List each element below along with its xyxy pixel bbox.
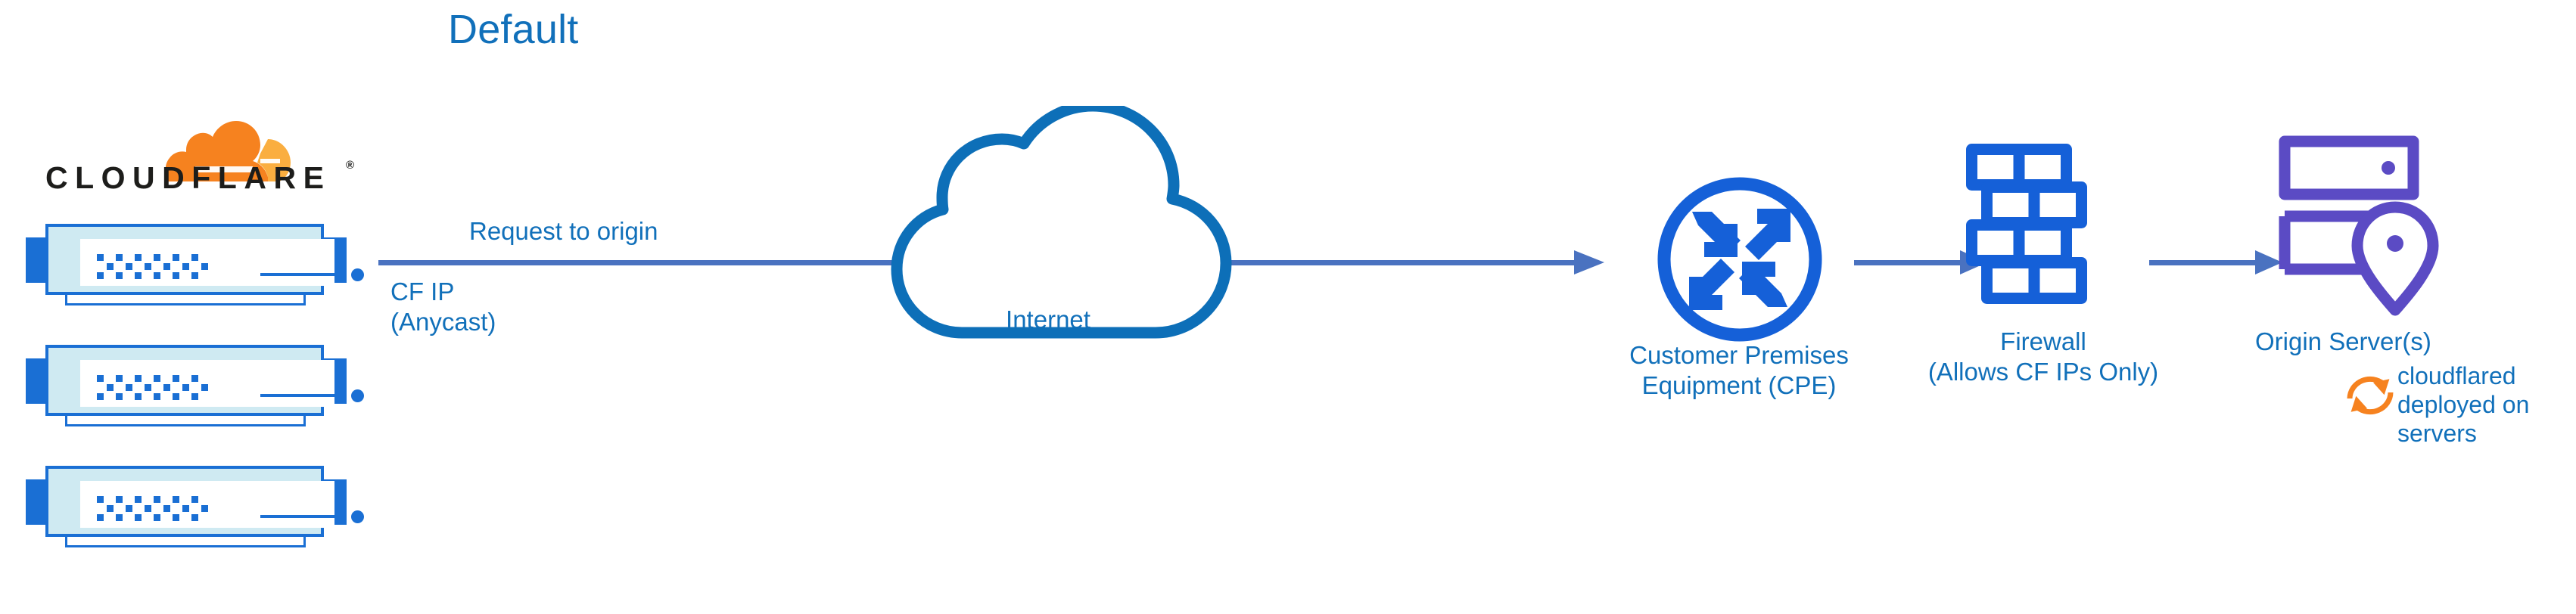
rack-body bbox=[45, 224, 364, 295]
registered-trademark-icon: ® bbox=[346, 159, 355, 172]
router-icon bbox=[1653, 172, 1827, 346]
rack-indicator-line bbox=[260, 273, 342, 276]
rack-port-matrix bbox=[97, 375, 208, 400]
brick-wall-icon bbox=[1966, 144, 2117, 310]
cloud-icon bbox=[854, 100, 1247, 348]
cloudflare-wordmark: CLOUDFLARE ® bbox=[32, 110, 354, 198]
arrowhead-icon bbox=[2255, 250, 2282, 274]
internet-label: Internet bbox=[1006, 305, 1090, 333]
edge-line bbox=[2149, 260, 2260, 265]
rack-power-dot bbox=[351, 268, 364, 281]
rack-power-dot bbox=[351, 510, 364, 523]
server-rack-unit bbox=[26, 466, 364, 555]
rack-panel bbox=[80, 481, 364, 528]
rack-base-shadow bbox=[65, 295, 306, 305]
server-location-pin-icon bbox=[2278, 135, 2459, 324]
arrowhead-icon bbox=[1574, 250, 1604, 274]
cloudflare-wordmark-text: CLOUDFLARE bbox=[45, 160, 331, 195]
rack-port-matrix bbox=[97, 254, 208, 279]
sync-arrows-icon bbox=[2344, 371, 2396, 420]
edge-firewall-to-origin bbox=[2149, 250, 2285, 274]
server-rack-unit bbox=[26, 224, 364, 313]
rack-port-matrix bbox=[97, 496, 208, 521]
edge-line bbox=[1854, 260, 1965, 265]
origin-server-label: Origin Server(s) bbox=[2255, 327, 2431, 355]
rack-indicator-line bbox=[260, 394, 342, 397]
server-rack-unit bbox=[26, 345, 364, 434]
rack-panel bbox=[80, 360, 364, 407]
rack-base-shadow bbox=[65, 416, 306, 426]
request-to-origin-label: Request to origin bbox=[469, 217, 658, 245]
cloudflared-label: cloudflared deployed on servers bbox=[2397, 362, 2530, 447]
rack-power-dot bbox=[351, 389, 364, 402]
cf-ip-anycast-label: CF IP (Anycast) bbox=[390, 278, 496, 336]
cloudflare-cloud-logo bbox=[120, 112, 301, 195]
rack-body bbox=[45, 466, 364, 537]
firewall-label: Firewall (Allows CF IPs Only) bbox=[1927, 327, 2159, 386]
rack-base-shadow bbox=[65, 537, 306, 547]
page-title: Default bbox=[448, 7, 579, 52]
rack-indicator-line bbox=[260, 515, 342, 518]
rack-panel bbox=[80, 239, 364, 286]
cpe-label: Customer Premises Equipment (CPE) bbox=[1629, 341, 1849, 399]
rack-body bbox=[45, 345, 364, 416]
